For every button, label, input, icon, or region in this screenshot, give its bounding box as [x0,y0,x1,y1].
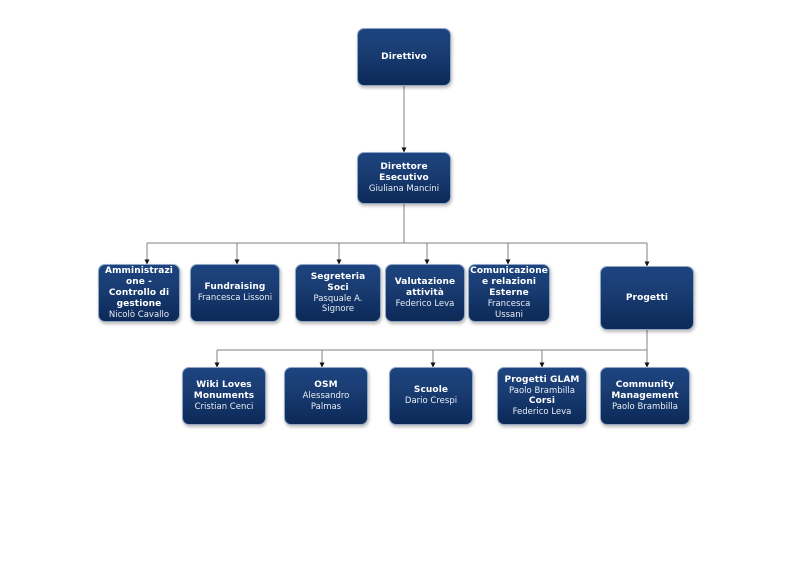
node-title: Fundraising [204,282,266,293]
node-wiki-loves-monuments[interactable]: Wiki Loves Monuments Cristian Cenci [182,367,266,425]
node-osm[interactable]: OSM Alessandro Palmas [284,367,368,425]
node-direttivo[interactable]: Direttivo [357,28,451,86]
node-progetti[interactable]: Progetti [600,266,694,330]
node-title: Wiki Loves Monuments [193,379,255,401]
node-person: Nicolò Cavallo [108,309,170,320]
node-title: Comunicazione e relazioni Esterne [470,266,548,298]
node-person-secondary: Federico Leva [512,407,572,417]
node-person: Francesca Ussani [487,299,531,320]
node-progetti-glam[interactable]: Progetti GLAM Paolo Brambilla Corsi Fede… [497,367,587,425]
node-title: Community Management [611,379,679,401]
node-person: Francesca Lissoni [197,293,273,304]
node-title: Segreteria Soci [310,271,366,293]
node-title: Valutazione attività [394,276,456,298]
node-title-line2: Esecutivo [379,172,429,183]
node-person: Paolo Brambilla [612,401,678,412]
node-segreteria-soci[interactable]: Segreteria Soci Pasquale A. Signore [295,264,381,322]
node-title-secondary: Corsi [528,396,556,406]
node-title: Progetti [625,292,669,303]
node-comunicazione[interactable]: Comunicazione e relazioni Esterne France… [468,264,550,322]
node-scuole[interactable]: Scuole Dario Crespi [389,367,473,425]
node-person: Cristian Cenci [194,401,254,412]
node-person: Federico Leva [395,298,455,309]
node-title-line1: Direttore [380,161,428,172]
node-title: Scuole [413,385,449,396]
node-person: Dario Crespi [404,396,458,407]
node-community-management[interactable]: Community Management Paolo Brambilla [600,367,690,425]
node-title: Progetti GLAM [504,374,580,385]
node-amministrazione[interactable]: Amministrazione - Controllo di gestione … [98,264,180,322]
node-person: Paolo Brambilla [509,385,575,396]
node-person: Pasquale A. Signore [313,293,363,315]
node-valutazione-attivita[interactable]: Valutazione attività Federico Leva [385,264,465,322]
node-title: Amministrazione - Controllo di gestione [105,265,173,309]
node-direttore-esecutivo[interactable]: Direttore Esecutivo Giuliana Mancini [357,152,451,204]
node-person: Alessandro Palmas [302,391,350,412]
node-person: Giuliana Mancini [368,183,440,194]
node-fundraising[interactable]: Fundraising Francesca Lissoni [190,264,280,322]
node-title: Direttivo [381,51,427,62]
node-title: OSM [314,380,338,390]
